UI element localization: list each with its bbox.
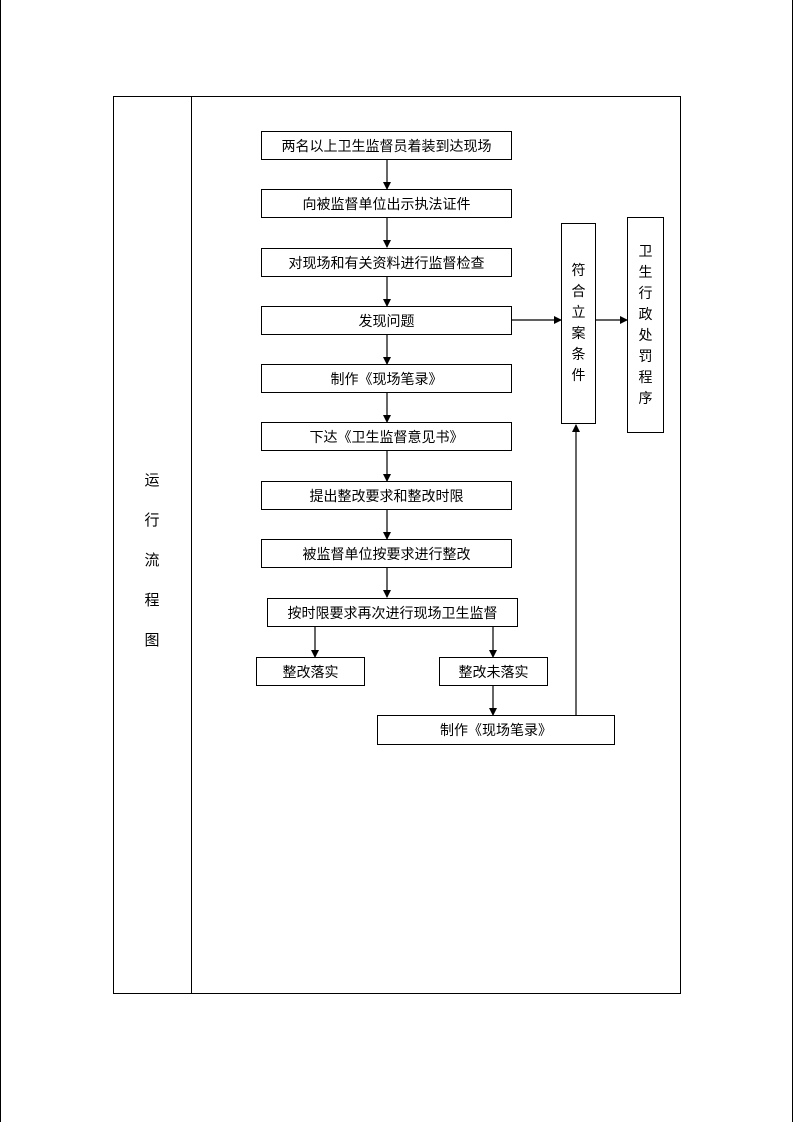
step-set-rectification-requirements: 提出整改要求和整改时限 xyxy=(261,481,512,510)
penalty-char: 序 xyxy=(638,391,653,407)
row-label-char: 程 xyxy=(144,591,160,609)
outcome-rectified: 整改落实 xyxy=(256,657,365,686)
step-find-problem: 发现问题 xyxy=(261,306,512,335)
penalty-char: 处 xyxy=(638,328,653,344)
penalty-char: 程 xyxy=(638,370,653,386)
penalty-char: 罚 xyxy=(638,349,653,365)
row-label-char: 流 xyxy=(144,551,160,569)
step-issue-supervision-opinion: 下达《卫生监督意见书》 xyxy=(261,422,512,451)
outcome-make-site-record: 制作《现场笔录》 xyxy=(377,715,615,745)
penalty-char: 行 xyxy=(638,286,653,302)
case-filing-char: 立 xyxy=(571,305,586,321)
step-inspect-site-and-records: 对现场和有关资料进行监督检查 xyxy=(261,248,512,277)
case-filing-char: 案 xyxy=(571,326,586,342)
table-frame xyxy=(113,96,681,994)
penalty-char: 政 xyxy=(638,307,653,323)
step-show-credentials: 向被监督单位出示执法证件 xyxy=(261,189,512,218)
row-label-char: 运 xyxy=(144,471,160,489)
case-filing-char: 合 xyxy=(571,284,586,300)
step-make-site-record: 制作《现场笔录》 xyxy=(261,364,512,393)
case-filing-char: 件 xyxy=(571,368,586,384)
case-filing-char: 符 xyxy=(571,263,586,279)
administrative-penalty-procedure-box: 卫 生 行 政 处 罚 程 序 xyxy=(627,217,664,433)
row-label-char: 行 xyxy=(144,511,160,529)
page-edge-left xyxy=(0,0,1,1122)
row-label-operation-flowchart: 运 行 流 程 图 xyxy=(113,460,191,660)
step-reinspect: 按时限要求再次进行现场卫生监督 xyxy=(267,598,518,627)
table-column-divider xyxy=(191,96,192,994)
step-unit-rectifies: 被监督单位按要求进行整改 xyxy=(261,539,512,568)
case-filing-criteria-box: 符 合 立 案 条 件 xyxy=(561,223,596,424)
case-filing-char: 条 xyxy=(571,347,586,363)
outcome-not-rectified: 整改未落实 xyxy=(439,657,548,686)
step-arrive-on-site: 两名以上卫生监督员着装到达现场 xyxy=(261,131,512,160)
row-label-char: 图 xyxy=(144,631,160,649)
penalty-char: 生 xyxy=(638,265,653,281)
penalty-char: 卫 xyxy=(638,244,653,260)
